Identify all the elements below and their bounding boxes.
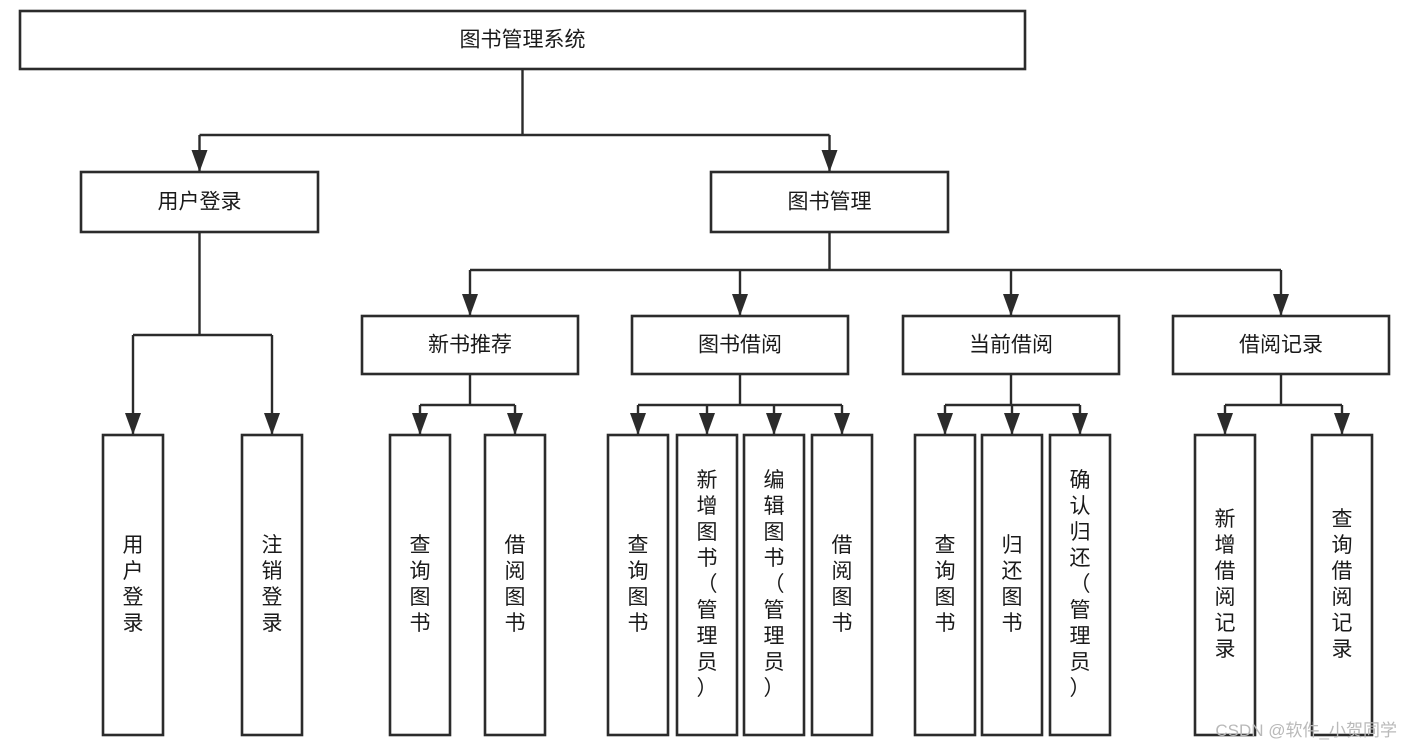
records-arrow-0 xyxy=(1217,413,1233,435)
node-leaf-8-rect[interactable] xyxy=(913,433,977,737)
newbook-arrow-0 xyxy=(412,413,428,435)
node-leaf-7-label: 借阅图书 xyxy=(832,534,853,635)
bookmgmt-arrow-0 xyxy=(462,294,478,316)
records-arrow-1 xyxy=(1334,413,1350,435)
node-leaf-3-label: 借阅图书 xyxy=(505,534,526,635)
node-leaf-1-rect[interactable] xyxy=(240,433,304,737)
bookmgmt-arrow-1 xyxy=(732,294,748,316)
node-leaf-1[interactable]: 注销登录 xyxy=(240,433,304,737)
node-level3-2-label: 当前借阅 xyxy=(969,334,1053,357)
node-leaf-5-label: 新增图书（管理员） xyxy=(697,469,718,700)
userlogin-arrow-0 xyxy=(125,413,141,435)
node-leaf-12-rect[interactable] xyxy=(1310,433,1374,737)
node-leaf-0[interactable]: 用户登录 xyxy=(101,433,165,737)
node-level3-1[interactable]: 图书借阅 xyxy=(630,314,850,376)
node-level2-0[interactable]: 用户登录 xyxy=(79,170,320,234)
node-level2-1-rect[interactable] xyxy=(709,170,950,234)
root-arrow-0 xyxy=(191,150,208,172)
node-leaf-6-label: 编辑图书（管理员） xyxy=(764,469,785,700)
node-leaf-3[interactable]: 借阅图书 xyxy=(483,433,547,737)
newbook-arrow-1 xyxy=(507,413,523,435)
borrow-arrow-1 xyxy=(699,413,715,435)
connector-layer xyxy=(125,69,1350,435)
node-layer: 图书管理系统用户登录图书管理新书推荐图书借阅当前借阅借阅记录用户登录注销登录查询… xyxy=(18,9,1391,737)
node-level3-0[interactable]: 新书推荐 xyxy=(360,314,580,376)
node-level2-1[interactable]: 图书管理 xyxy=(709,170,950,234)
node-level2-1-label: 图书管理 xyxy=(788,191,872,214)
node-level3-1-label: 图书借阅 xyxy=(698,334,782,357)
node-root-system-label: 图书管理系统 xyxy=(460,29,586,52)
csdn-watermark: CSDN @软件_小贺同学 xyxy=(1215,721,1397,740)
node-level3-0-label: 新书推荐 xyxy=(428,334,512,357)
node-level2-0-rect[interactable] xyxy=(79,170,320,234)
current-arrow-1 xyxy=(1004,413,1020,435)
bookmgmt-arrow-2 xyxy=(1003,294,1019,316)
node-leaf-6-rect[interactable] xyxy=(742,433,806,737)
node-leaf-4-rect[interactable] xyxy=(606,433,670,737)
node-leaf-4[interactable]: 查询图书 xyxy=(606,433,670,737)
current-arrow-2 xyxy=(1072,413,1088,435)
node-leaf-6[interactable]: 编辑图书（管理员） xyxy=(742,433,806,737)
node-level3-0-rect[interactable] xyxy=(360,314,580,376)
node-leaf-8[interactable]: 查询图书 xyxy=(913,433,977,737)
node-leaf-5-rect[interactable] xyxy=(675,433,739,737)
node-leaf-10-label: 确认归还（管理员） xyxy=(1070,469,1091,700)
node-leaf-2-label: 查询图书 xyxy=(410,534,431,635)
node-level2-0-label: 用户登录 xyxy=(158,191,242,214)
node-leaf-1-label: 注销登录 xyxy=(262,534,283,635)
node-root-system[interactable]: 图书管理系统 xyxy=(18,9,1027,71)
node-leaf-11-rect[interactable] xyxy=(1193,433,1257,737)
node-leaf-9-label: 归还图书 xyxy=(1002,534,1023,635)
node-leaf-0-rect[interactable] xyxy=(101,433,165,737)
borrow-arrow-2 xyxy=(766,413,782,435)
node-leaf-2[interactable]: 查询图书 xyxy=(388,433,452,737)
borrow-arrow-3 xyxy=(834,413,850,435)
current-arrow-0 xyxy=(937,413,953,435)
node-leaf-2-rect[interactable] xyxy=(388,433,452,737)
node-leaf-3-rect[interactable] xyxy=(483,433,547,737)
node-leaf-4-label: 查询图书 xyxy=(628,534,649,635)
node-leaf-12[interactable]: 查询借阅记录 xyxy=(1310,433,1374,737)
node-level3-3-rect[interactable] xyxy=(1171,314,1391,376)
node-leaf-9-rect[interactable] xyxy=(980,433,1044,737)
node-leaf-7[interactable]: 借阅图书 xyxy=(810,433,874,737)
node-level3-3-label: 借阅记录 xyxy=(1239,334,1323,357)
node-leaf-7-rect[interactable] xyxy=(810,433,874,737)
node-level3-3[interactable]: 借阅记录 xyxy=(1171,314,1391,376)
node-leaf-12-label: 查询借阅记录 xyxy=(1332,508,1353,661)
node-level3-1-rect[interactable] xyxy=(630,314,850,376)
node-leaf-0-label: 用户登录 xyxy=(123,534,144,635)
node-root-system-rect[interactable] xyxy=(18,9,1027,71)
node-leaf-11[interactable]: 新增借阅记录 xyxy=(1193,433,1257,737)
node-leaf-9[interactable]: 归还图书 xyxy=(980,433,1044,737)
node-leaf-10[interactable]: 确认归还（管理员） xyxy=(1048,433,1112,737)
node-leaf-8-label: 查询图书 xyxy=(935,534,956,635)
bookmgmt-arrow-3 xyxy=(1273,294,1289,316)
userlogin-arrow-1 xyxy=(264,413,280,435)
node-leaf-11-label: 新增借阅记录 xyxy=(1215,508,1236,661)
borrow-arrow-0 xyxy=(630,413,646,435)
node-level3-2[interactable]: 当前借阅 xyxy=(901,314,1121,376)
node-leaf-10-rect[interactable] xyxy=(1048,433,1112,737)
node-leaf-5[interactable]: 新增图书（管理员） xyxy=(675,433,739,737)
root-arrow-1 xyxy=(821,150,838,172)
node-level3-2-rect[interactable] xyxy=(901,314,1121,376)
